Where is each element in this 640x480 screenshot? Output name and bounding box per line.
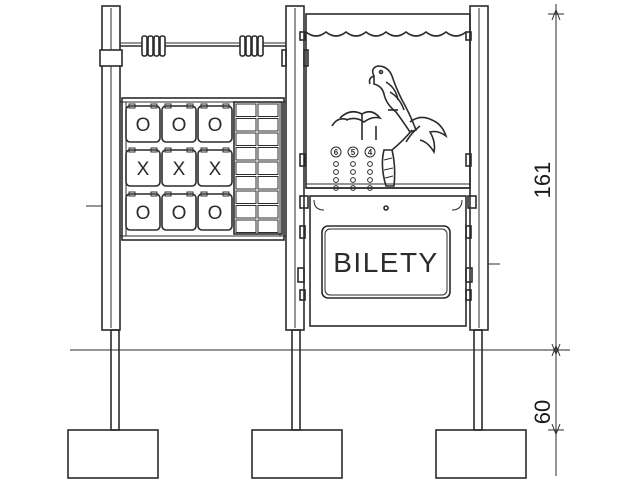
ticket-panel: [297, 195, 477, 327]
tic-tac-toe-mark: O: [208, 203, 223, 224]
counter-number: 5: [351, 148, 356, 157]
grid-cell: [235, 190, 257, 204]
tic-tac-toe-cell[interactable]: X: [197, 147, 233, 187]
grid-cell: [257, 103, 279, 117]
tic-tac-toe-mark: O: [136, 115, 151, 136]
tic-tac-toe-cell[interactable]: O: [197, 103, 233, 143]
right-post: [469, 5, 500, 431]
counter-bead[interactable]: [367, 177, 373, 183]
tic-tac-toe-mark: X: [137, 159, 150, 180]
counter-column: 5: [347, 146, 359, 191]
grid-cell: [257, 161, 279, 175]
grid-cell: [235, 219, 257, 233]
grid-cell: [257, 132, 279, 146]
grid-cell: [235, 147, 257, 161]
counter-bead[interactable]: [350, 169, 356, 175]
grid-cell: [257, 118, 279, 132]
tic-tac-toe-cell[interactable]: X: [125, 147, 161, 187]
tic-tac-toe-mark: O: [172, 203, 187, 224]
dimension-lines: 161 60: [530, 4, 564, 476]
tic-tac-toe-mark: O: [172, 115, 187, 136]
grid-cell: [235, 132, 257, 146]
abacus-beads-right: [239, 35, 264, 57]
grid-cell: [257, 205, 279, 219]
counter-bead[interactable]: [367, 185, 373, 191]
grid-cell: [257, 219, 279, 233]
counter-bead[interactable]: [350, 177, 356, 183]
counter-bead[interactable]: [367, 161, 373, 167]
grid-cell: [235, 103, 257, 117]
grid-board: [233, 101, 283, 235]
foundation-right: [435, 429, 527, 479]
number-counters: 6 5 4: [330, 146, 376, 191]
grid-cell: [235, 176, 257, 190]
parrot-icon: [368, 65, 418, 133]
foundation-left: [67, 429, 159, 479]
grid-cell: [235, 161, 257, 175]
tic-tac-toe-cell[interactable]: O: [161, 103, 197, 143]
counter-bead[interactable]: [367, 169, 373, 175]
counter-column: 4: [364, 146, 376, 191]
grid-cell: [257, 176, 279, 190]
dimension-above-ground: 161: [530, 162, 555, 199]
dimension-below-ground: 60: [530, 400, 555, 424]
grid-cell: [257, 147, 279, 161]
counter-bead[interactable]: [350, 161, 356, 167]
counter-number: 4: [368, 148, 373, 157]
tic-tac-toe-mark: X: [209, 159, 222, 180]
counter-bead[interactable]: [350, 185, 356, 191]
ticket-sign: BILETY: [321, 225, 451, 299]
tic-tac-toe-cell[interactable]: O: [161, 191, 197, 231]
grid-cell: [257, 190, 279, 204]
palm-trees-icon: [331, 110, 448, 187]
counter-bead[interactable]: [333, 185, 339, 191]
counter-bead[interactable]: [333, 177, 339, 183]
tic-tac-toe-mark: O: [208, 115, 223, 136]
counter-bead[interactable]: [333, 161, 339, 167]
tic-tac-toe-mark: X: [173, 159, 186, 180]
left-post: [86, 5, 123, 431]
ticket-sign-text: BILETY: [333, 247, 438, 278]
abacus-beads-left: [141, 35, 166, 57]
grid-cell: [235, 118, 257, 132]
foundation-middle: [251, 429, 343, 479]
abacus-bar: [120, 35, 286, 57]
counter-number: 6: [334, 148, 339, 157]
tic-tac-toe-cell[interactable]: X: [161, 147, 197, 187]
tic-tac-toe-cell[interactable]: O: [125, 191, 161, 231]
grid-cell: [235, 205, 257, 219]
counter-column: 6: [330, 146, 342, 191]
canopy: [305, 13, 470, 37]
tic-tac-toe-cell[interactable]: O: [197, 191, 233, 231]
parrot-panel: [299, 13, 472, 189]
tic-tac-toe-cell[interactable]: O: [125, 103, 161, 143]
tic-tac-toe-mark: O: [136, 203, 151, 224]
middle-post: [281, 5, 309, 431]
counter-bead[interactable]: [333, 169, 339, 175]
